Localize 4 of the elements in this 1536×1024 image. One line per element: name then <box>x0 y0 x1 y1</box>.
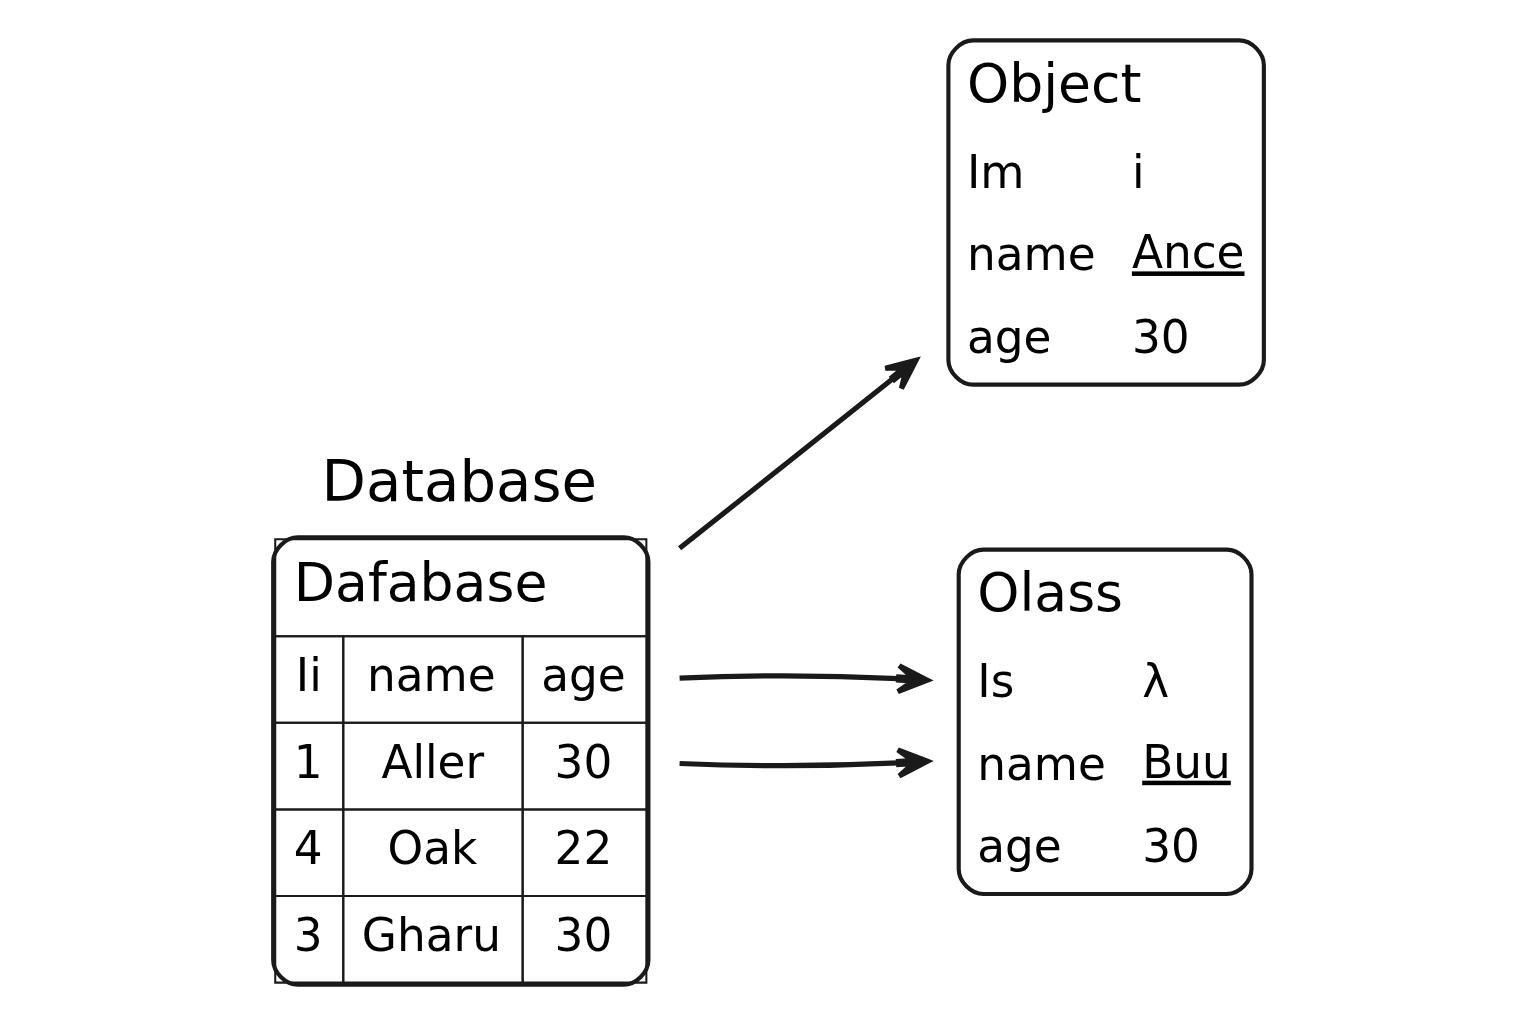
node-label: Database <box>321 446 598 515</box>
arrow <box>678 357 919 551</box>
node-box: Object Im i name Ance age 30 <box>946 38 1266 387</box>
node-box: Olass Is λ name Buu age 30 <box>956 547 1254 896</box>
